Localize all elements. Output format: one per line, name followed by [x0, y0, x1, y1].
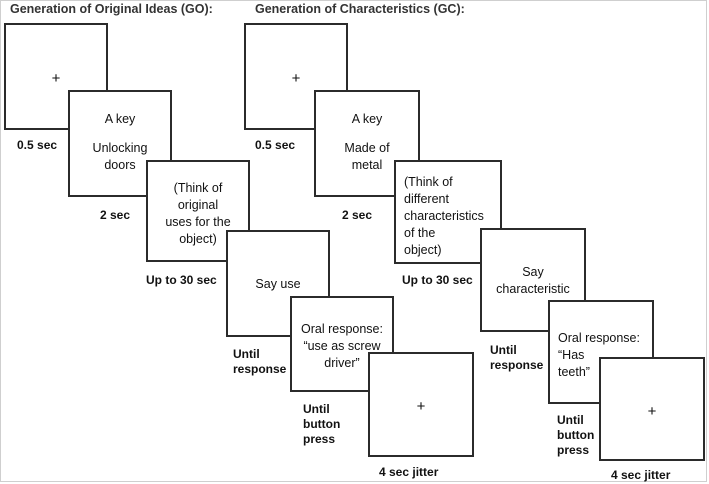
gc-think-line3: characteristics — [404, 209, 484, 223]
gc-oral-line3: teeth” — [558, 365, 590, 379]
gc-oral-duration-line2: button — [557, 428, 595, 442]
gc-cue-object: A key — [351, 112, 383, 126]
gc-fixation-cross: + — [291, 70, 301, 87]
go-oral-line3: driver” — [324, 356, 360, 370]
go-final-fixation-cross: + — [416, 398, 426, 415]
go-say-screen: Say use — [226, 230, 330, 337]
gc-fixation-duration: 0.5 sec — [255, 138, 296, 152]
go-oral-duration-line2: button — [303, 417, 341, 431]
go-fixation-duration: 0.5 sec — [17, 138, 58, 152]
gc-say-line1: Say — [522, 265, 544, 279]
go-cue-use-line2: doors — [104, 158, 136, 172]
go-oral-screen: Oral response: “use as screw driver” — [290, 296, 394, 392]
gc-heading: Generation of Characteristics (GC): — [255, 2, 465, 16]
gc-jitter-duration: 4 sec jitter — [611, 468, 671, 482]
gc-oral-line1: Oral response: — [558, 331, 640, 345]
go-oral-duration-line3: press — [303, 432, 336, 446]
gc-think-line2: different — [404, 192, 449, 206]
go-think-line2: original — [177, 198, 219, 212]
go-think-line4: object) — [179, 232, 217, 246]
gc-cue-duration: 2 sec — [342, 208, 373, 222]
gc-say-line2: characteristic — [496, 282, 570, 296]
go-think-duration: Up to 30 sec — [146, 273, 217, 287]
go-think-line3: uses for the — [165, 215, 231, 229]
gc-cue-characteristic-line2: metal — [351, 158, 383, 172]
gc-final-fixation-cross: + — [647, 403, 657, 420]
gc-think-screen: (Think of different characteristics of t… — [394, 160, 502, 264]
gc-cue-characteristic-line1: Made of — [344, 141, 390, 155]
gc-oral-duration-line1: Until — [557, 413, 584, 427]
go-oral-line2: “use as screw — [303, 339, 381, 353]
gc-say-duration-line1: Until — [490, 343, 517, 357]
gc-oral-duration-line3: press — [557, 443, 590, 457]
go-final-fixation-screen: + — [368, 352, 474, 457]
go-fixation-cross: + — [51, 70, 61, 87]
go-jitter-duration: 4 sec jitter — [379, 465, 439, 479]
gc-think-duration: Up to 30 sec — [402, 273, 473, 287]
go-say-prompt: Say use — [255, 277, 301, 291]
go-oral-duration-line1: Until — [303, 402, 330, 416]
go-say-duration-line1: Until — [233, 347, 260, 361]
go-cue-object: A key — [104, 112, 136, 126]
go-cue-use-line1: Unlocking — [92, 141, 148, 155]
gc-think-line4: of the — [404, 226, 436, 240]
go-cue-duration: 2 sec — [100, 208, 131, 222]
gc-say-duration-line2: response — [490, 358, 544, 372]
go-think-line1: (Think of — [173, 181, 223, 195]
go-say-duration-line2: response — [233, 362, 287, 376]
gc-final-fixation-screen: + — [599, 357, 705, 461]
gc-think-line5: object) — [404, 243, 442, 257]
gc-oral-line2: “Has — [558, 348, 585, 362]
go-oral-line1: Oral response: — [301, 322, 383, 336]
go-heading: Generation of Original Ideas (GO): — [10, 2, 213, 16]
gc-think-line1: (Think of — [404, 175, 453, 189]
